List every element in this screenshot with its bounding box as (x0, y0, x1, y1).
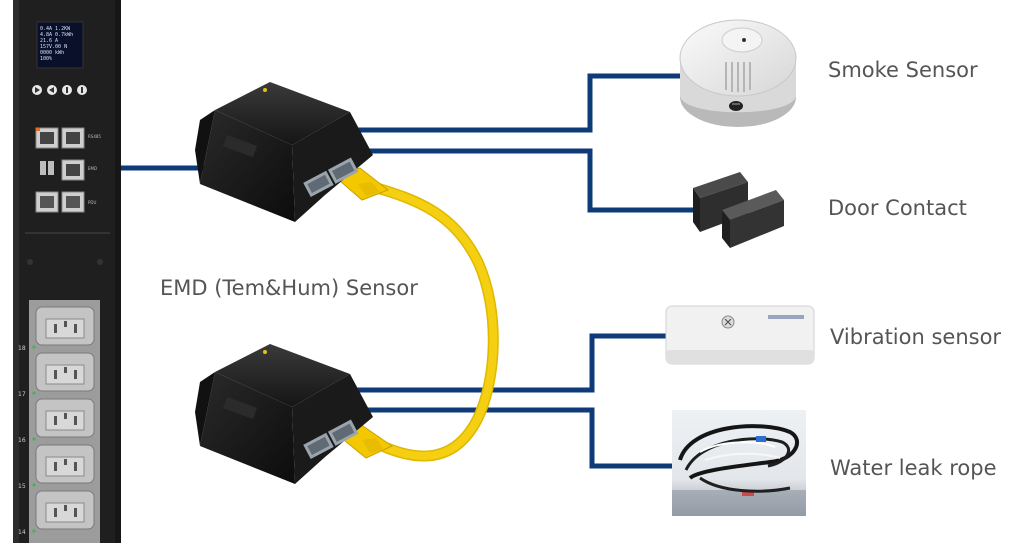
outlet-column (35, 306, 95, 530)
water-leak-rope-label: Water leak rope (830, 456, 997, 480)
blue-cables (121, 73, 695, 469)
cable-emd2-to-vibration (340, 333, 668, 393)
outlet (35, 352, 95, 392)
pdu-display-line: 4.8A 0.7kWh (40, 32, 73, 38)
svg-text:PDU: PDU (88, 200, 96, 205)
door-contact-device (693, 172, 784, 248)
door-contact-label: Door Contact (828, 196, 967, 220)
cable-emd1-to-smoke (340, 73, 685, 133)
water-leak-rope-device (672, 410, 806, 516)
outlet (35, 398, 95, 438)
vibration-sensor-label: Vibration sensor (830, 325, 1002, 349)
outlet-number: 14 (18, 529, 26, 536)
cable-emd2-to-water (345, 407, 672, 469)
outlet-number: 18 (18, 345, 26, 352)
outlet (35, 306, 95, 346)
svg-text:EMD: EMD (88, 166, 97, 171)
outlet-number: 17 (18, 391, 26, 398)
emd-sensor-box (195, 344, 373, 484)
emd-sensor-box (195, 82, 373, 222)
pdu-buttons (32, 85, 87, 95)
vibration-sensor-device (665, 305, 815, 365)
pdu-display-line: 100% (40, 56, 52, 62)
pdu-display-line: 0000 kWh (40, 50, 64, 56)
pdu-ports: RS485 EMD PDU (35, 127, 101, 213)
emd-sensor-label: EMD (Tem&Hum) Sensor (160, 276, 418, 300)
smoke-sensor-label: Smoke Sensor (828, 58, 978, 82)
outlet (35, 490, 95, 530)
pdu-display-line: 21.6 A (40, 38, 58, 44)
pdu-display: 0.4A 1.2KW 4.8A 0.7kWh 21.6 A 157V.00 N … (36, 21, 84, 69)
outlet (35, 444, 95, 484)
outlet-number: 16 (18, 437, 26, 444)
cable-emd1-to-door (345, 148, 695, 213)
pdu-display-line: 0.4A 1.2KW (40, 26, 71, 32)
smoke-sensor-device (679, 19, 797, 127)
outlet-number: 15 (18, 483, 26, 490)
svg-text:RS485: RS485 (88, 134, 101, 139)
pdu-display-line: 157V.00 N (40, 44, 67, 50)
pdu-rack-unit: 0.4A 1.2KW 4.8A 0.7kWh 21.6 A 157V.00 N … (13, 0, 121, 543)
